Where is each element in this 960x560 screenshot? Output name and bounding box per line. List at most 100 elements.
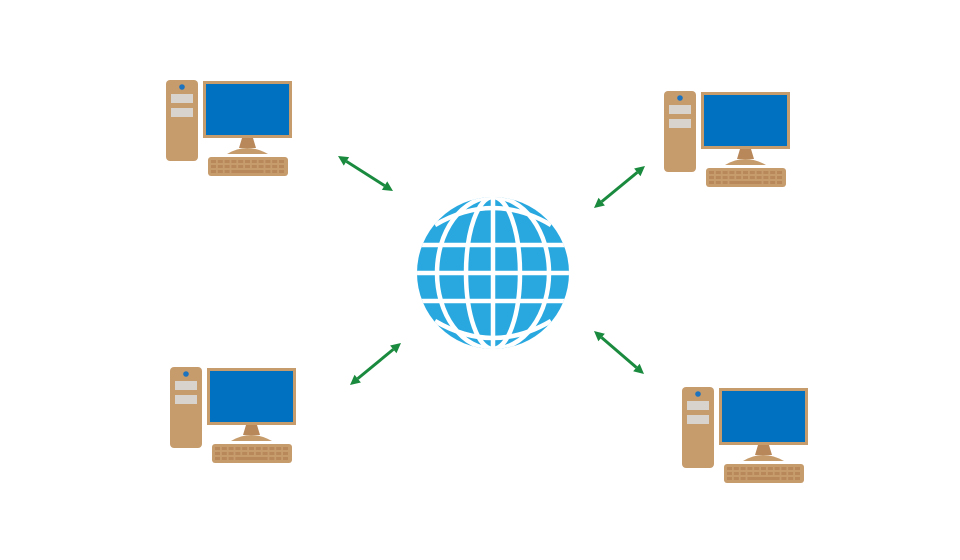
key (763, 176, 769, 179)
drive-bay (669, 119, 691, 128)
key (251, 165, 257, 168)
key (217, 170, 223, 173)
monitor-neck (243, 425, 260, 435)
key (788, 467, 794, 470)
key (221, 447, 227, 450)
key (788, 477, 794, 480)
key (743, 176, 748, 179)
key (774, 472, 780, 475)
key (767, 467, 773, 470)
arrowhead (338, 156, 350, 166)
globe-gridlines (417, 197, 569, 349)
key (740, 477, 746, 480)
key (749, 176, 755, 179)
key (217, 165, 223, 168)
pc-bottom-left (170, 367, 296, 463)
link-pc-bottom-left-to-internet (350, 343, 401, 385)
tower-case (682, 387, 714, 468)
power-light (677, 95, 683, 101)
key (269, 447, 275, 450)
key (715, 181, 721, 184)
key (763, 181, 769, 184)
key (770, 176, 776, 179)
key (258, 165, 264, 168)
arrow-shaft (600, 171, 639, 203)
key (715, 171, 721, 174)
key (265, 160, 271, 163)
key (228, 447, 234, 450)
key (245, 165, 250, 168)
keyboard (212, 444, 292, 463)
key (709, 171, 714, 174)
key (781, 477, 787, 480)
key (767, 472, 773, 475)
key (729, 176, 735, 179)
arrowhead (594, 197, 605, 208)
key (279, 170, 284, 173)
monitor-base (227, 148, 268, 154)
key (262, 452, 268, 455)
drive-bay (669, 105, 691, 114)
key (729, 171, 735, 174)
monitor-neck (239, 138, 256, 148)
arrowhead (633, 363, 644, 374)
key (276, 457, 282, 460)
drive-bay (175, 381, 197, 390)
spacebar (231, 170, 264, 173)
key (238, 165, 244, 168)
key (770, 171, 776, 174)
key (709, 181, 714, 184)
key (763, 171, 769, 174)
key (740, 467, 746, 470)
key (265, 170, 271, 173)
key (733, 472, 739, 475)
key (727, 472, 732, 475)
key (276, 447, 282, 450)
link-pc-top-left-to-internet (338, 156, 393, 191)
power-light (179, 84, 185, 90)
key (736, 176, 742, 179)
keyboard (706, 168, 786, 187)
key (781, 467, 787, 470)
key (777, 171, 782, 174)
key (251, 160, 257, 163)
parallel-south (433, 319, 553, 341)
key (761, 467, 766, 470)
tower-case (170, 367, 202, 448)
key (224, 170, 230, 173)
key (279, 165, 284, 168)
key (217, 160, 223, 163)
nodes-layer (166, 80, 808, 483)
monitor-screen (206, 84, 289, 135)
keyboard (724, 464, 804, 483)
pc-bottom-right (682, 387, 808, 483)
key (211, 160, 216, 163)
link-pc-top-right-to-internet (594, 166, 645, 208)
key (249, 447, 254, 450)
key (770, 181, 776, 184)
drive-bay (687, 401, 709, 410)
key (709, 176, 714, 179)
monitor-screen (704, 95, 787, 146)
key (756, 176, 762, 179)
key (736, 171, 742, 174)
key (231, 160, 237, 163)
key (211, 165, 216, 168)
arrowhead (634, 166, 645, 177)
key (221, 452, 227, 455)
drive-bay (175, 395, 197, 404)
key (262, 447, 268, 450)
internet (417, 197, 569, 349)
key (215, 457, 220, 460)
key (215, 452, 220, 455)
key (272, 165, 278, 168)
arrow-shaft (600, 336, 638, 369)
key (754, 472, 760, 475)
key (269, 457, 275, 460)
key (781, 472, 787, 475)
parallel-north (433, 205, 553, 227)
key (249, 452, 254, 455)
key (756, 171, 762, 174)
spacebar (747, 477, 780, 480)
